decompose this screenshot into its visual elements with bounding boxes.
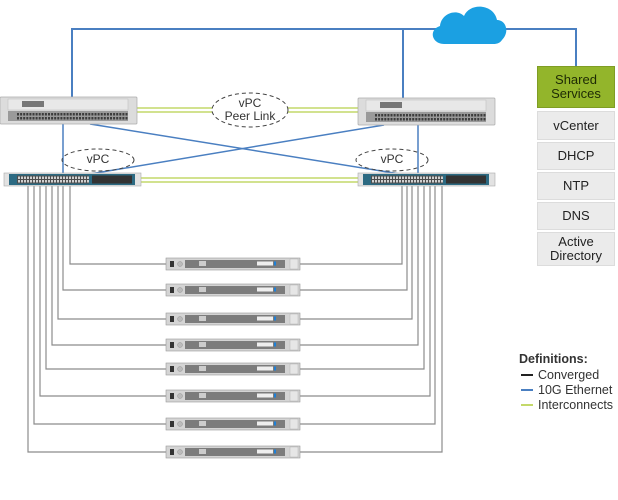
legend-swatch-ethernet <box>521 388 533 391</box>
legend-swatch-converged <box>521 373 533 376</box>
service-label: DHCP <box>557 148 595 163</box>
server-7[interactable] <box>165 417 301 431</box>
server-2[interactable] <box>165 283 301 297</box>
server-3[interactable] <box>165 312 301 326</box>
server-6[interactable] <box>165 389 301 403</box>
service-dhcp[interactable]: DHCP <box>537 142 615 170</box>
vpc-left-bubble <box>61 148 135 172</box>
vpc-left-label: vPC <box>86 152 110 166</box>
link-core-a-to-fi-b <box>89 123 401 175</box>
peer-link-label-line1: vPC <box>238 96 262 110</box>
legend-title: Definitions: <box>519 352 588 366</box>
fabric-interconnect-a[interactable] <box>3 172 142 187</box>
link-core-b-to-fi-a <box>83 124 385 176</box>
service-label: Active Directory <box>549 234 602 263</box>
converged-link-a-6 <box>39 186 166 397</box>
legend-label: 10G Ethernet <box>538 382 613 397</box>
server-4[interactable] <box>165 338 301 352</box>
converged-link-a-2 <box>62 186 166 291</box>
server-5[interactable] <box>165 362 301 376</box>
interconnect-links <box>137 107 358 183</box>
converged-link-b-5 <box>300 186 425 370</box>
fabric-interconnect-b[interactable] <box>357 172 496 187</box>
server-stack <box>165 257 301 459</box>
vpc-right-bubble <box>355 148 429 172</box>
legend-label: Interconnects <box>538 397 614 412</box>
shared-services-header: Shared Services <box>537 66 615 108</box>
converged-link-b-8 <box>300 186 443 453</box>
converged-link-a-5 <box>45 186 166 370</box>
ethernet-links <box>62 28 577 176</box>
service-active-directory[interactable]: Active Directory <box>537 232 615 266</box>
converged-link-a-7 <box>33 186 166 425</box>
server-1[interactable] <box>165 257 301 271</box>
converged-link-b-3 <box>300 186 413 320</box>
converged-link-b-4 <box>300 186 419 346</box>
legend-label: Converged <box>538 367 600 382</box>
converged-link-a-4 <box>51 186 166 346</box>
converged-link-b-1 <box>300 186 403 265</box>
converged-link-a-1 <box>69 186 166 265</box>
server-8[interactable] <box>165 445 301 459</box>
core-switch-b[interactable] <box>357 97 496 126</box>
legend-item-converged: Converged <box>519 367 613 382</box>
legend-swatch-interconnects <box>521 403 533 406</box>
converged-link-b-6 <box>300 186 431 397</box>
service-label: NTP <box>563 178 589 193</box>
legend-item-ethernet: 10G Ethernet <box>519 382 613 397</box>
converged-link-a-8 <box>27 186 166 453</box>
service-ntp[interactable]: NTP <box>537 172 615 200</box>
converged-link-b-7 <box>300 186 436 425</box>
vpc-right-label: vPC <box>380 152 404 166</box>
service-label: vCenter <box>553 117 599 133</box>
converged-link-a-3 <box>57 186 166 320</box>
core-switch-a[interactable] <box>0 96 138 125</box>
legend-item-interconnects: Interconnects <box>519 397 613 412</box>
cloud-icon <box>432 6 507 44</box>
converged-links <box>27 186 443 453</box>
service-vcenter[interactable]: vCenter <box>537 111 615 140</box>
link-core-a-to-cloud <box>71 28 577 97</box>
legend: Definitions: Converged 10G Ethernet Inte… <box>519 352 613 412</box>
converged-link-b-2 <box>300 186 408 291</box>
peer-link-label: vPC Peer Link <box>222 97 278 123</box>
peer-link-label-line2: Peer Link <box>224 109 276 123</box>
service-label: DNS <box>562 208 590 223</box>
service-dns[interactable]: DNS <box>537 202 615 230</box>
shared-services-title: Shared Services <box>551 72 601 101</box>
vpc-peer-link-bubble <box>211 92 289 128</box>
